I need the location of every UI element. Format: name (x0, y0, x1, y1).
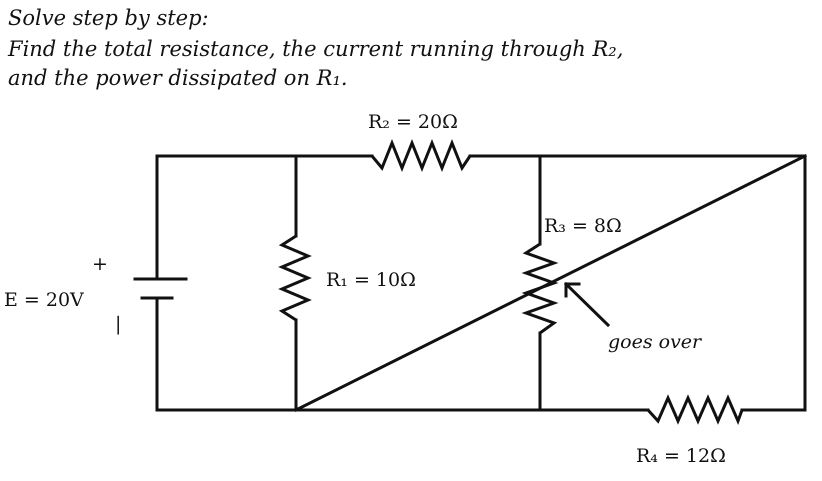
r1-label: R₁ = 10Ω (326, 269, 416, 291)
prompt-line-2: Find the total resistance, the current r… (8, 37, 624, 61)
battery-minus-sign: | (115, 313, 121, 335)
r3-label: R₃ = 8Ω (544, 215, 622, 237)
annotation-arrow-head (564, 282, 581, 298)
resistor-r4 (646, 394, 744, 426)
prompt-line-1: Solve step by step: (8, 6, 209, 30)
r2-label: R₂ = 20Ω (368, 111, 458, 133)
resistor-r2 (370, 138, 472, 173)
prompt-line-3: and the power dissipated on R₁. (8, 66, 348, 90)
source-label: E = 20V (4, 289, 84, 311)
wire-diagonal (293, 153, 808, 413)
r4-label: R₄ = 12Ω (636, 445, 726, 467)
resistor-r1 (278, 234, 312, 322)
annotation-goes-over: goes over (608, 331, 703, 353)
battery-plus-sign: + (92, 253, 108, 275)
annotation-arrow-shaft (563, 281, 611, 328)
